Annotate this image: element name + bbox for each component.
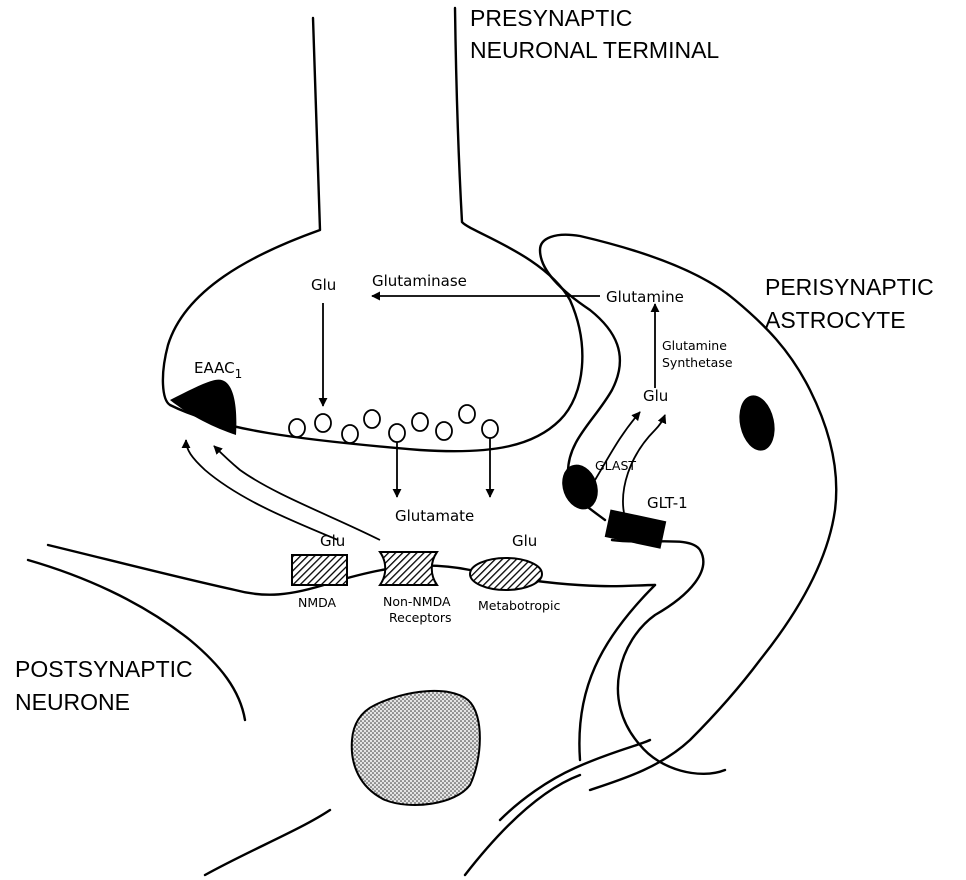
metabotropic-receptor bbox=[470, 558, 542, 590]
postsynaptic-nucleus bbox=[352, 691, 480, 805]
reuptake-arrow-outer bbox=[186, 440, 338, 540]
postsynaptic-lower-right-process bbox=[500, 740, 650, 820]
metabotropic-label: Metabotropic bbox=[478, 598, 560, 613]
presynaptic-label-line1: PRESYNAPTIC bbox=[470, 5, 632, 31]
eaac1-label: EAAC1 bbox=[194, 359, 242, 381]
eaac1-transporter bbox=[170, 380, 236, 435]
glutamate-label: Glutamate bbox=[395, 507, 474, 525]
nmda-label: NMDA bbox=[298, 595, 337, 610]
nmda-receptor bbox=[292, 555, 347, 585]
vesicle bbox=[459, 405, 475, 423]
glast-label: GLAST bbox=[595, 458, 636, 473]
glutamine-label: Glutamine bbox=[606, 288, 684, 306]
astrocyte-inner-process bbox=[612, 540, 725, 774]
postsynaptic-label-line2: NEURONE bbox=[15, 689, 130, 715]
astrocyte-label-line2: ASTROCYTE bbox=[765, 307, 906, 333]
glutamine-synthetase-label-line1: Glutamine bbox=[662, 338, 727, 353]
vesicle bbox=[315, 414, 331, 432]
vesicle bbox=[364, 410, 380, 428]
glu-receptor-right-label: Glu bbox=[512, 532, 537, 550]
postsynaptic-lower-left-process bbox=[205, 810, 330, 875]
non-nmda-label-line1: Non-NMDA bbox=[383, 594, 451, 609]
postsynaptic-label-line1: POSTSYNAPTIC bbox=[15, 656, 193, 682]
vesicle bbox=[412, 413, 428, 431]
vesicle bbox=[482, 420, 498, 438]
astrocyte-nucleus bbox=[735, 392, 780, 454]
glutamine-synthetase-label-line2: Synthetase bbox=[662, 355, 733, 370]
glt1-label: GLT-1 bbox=[647, 494, 688, 512]
non-nmda-label-line2: Receptors bbox=[389, 610, 452, 625]
presynaptic-label-line2: NEURONAL TERMINAL bbox=[470, 37, 719, 63]
postsynaptic-membrane-outer bbox=[48, 545, 655, 595]
glu-receptor-left-label: Glu bbox=[320, 532, 345, 550]
postsynaptic-right-edge bbox=[579, 585, 655, 760]
astrocyte-label-line1: PERISYNAPTIC bbox=[765, 274, 934, 300]
vesicle bbox=[342, 425, 358, 443]
glu-presynaptic-label: Glu bbox=[311, 276, 336, 294]
vesicle bbox=[289, 419, 305, 437]
vesicle bbox=[389, 424, 405, 442]
synaptic-vesicles bbox=[289, 405, 498, 443]
vesicle bbox=[436, 422, 452, 440]
postsynaptic-bottom-right bbox=[465, 775, 580, 875]
glutaminase-label: Glutaminase bbox=[372, 272, 467, 290]
glt1-transporter bbox=[605, 509, 667, 548]
non-nmda-receptor bbox=[380, 552, 437, 585]
glu-astrocyte-label: Glu bbox=[643, 387, 668, 405]
